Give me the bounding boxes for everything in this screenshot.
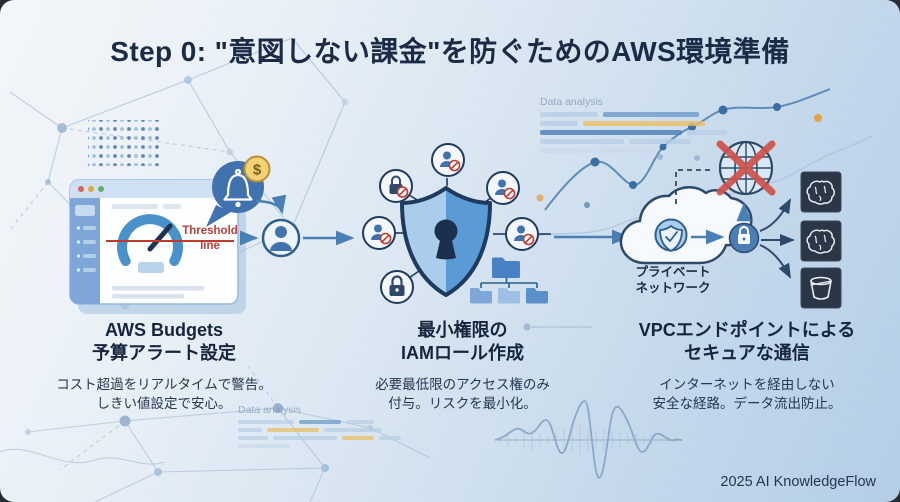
- window-dot-green: [98, 186, 104, 192]
- threshold-line-label: Threshold line: [181, 224, 239, 254]
- iam-desc-line1: 必要最低限のアクセス権のみ: [375, 376, 550, 392]
- bar: [379, 436, 401, 440]
- bar: [583, 121, 705, 126]
- private-network-label-line1: プライベート: [635, 265, 711, 279]
- threshold-label-line2: line: [200, 239, 220, 252]
- vpc-desc-line2: 安全な経路。データ流出防止。: [652, 396, 842, 412]
- data-analysis-label: Data analysis: [540, 96, 604, 108]
- budgets-heading-line1: AWS Budgets: [104, 320, 223, 340]
- bar: [603, 112, 699, 117]
- page-title: Step 0: "意図しない課金"を防ぐためのAWS環境準備: [110, 36, 790, 67]
- budgets-heading-line2: 予算アラート設定: [92, 343, 236, 364]
- storage-bucket-icon: [800, 267, 842, 309]
- budget-gauge: [117, 214, 183, 273]
- budgets-desc-line2: しきい値設定で安心。: [96, 396, 232, 412]
- browser-titlebar: [70, 180, 238, 198]
- bar: [342, 436, 374, 440]
- keyhole-icon: [434, 219, 458, 260]
- budgets-heading: AWS Budgets 予算アラート設定: [30, 319, 298, 366]
- red-x-icon: [716, 140, 776, 196]
- bar: [540, 139, 624, 144]
- lock-to-services-arrows: [759, 198, 795, 279]
- ai-service-icon-1: [800, 171, 842, 213]
- denied-user-icon-right: [505, 217, 539, 251]
- data-analysis-label: Data analysis: [238, 404, 302, 416]
- bar: [267, 428, 319, 432]
- denied-lock-icon-topleft: [379, 169, 413, 203]
- bar: [238, 420, 294, 424]
- iam-heading: 最小権限の IAMロール作成: [330, 319, 595, 366]
- vpc-heading: VPCエンドポイントによる セキュアな通信: [598, 319, 896, 366]
- bar: [324, 428, 382, 432]
- bar: [238, 436, 268, 440]
- budgets-description: コスト超過をリアルタイムで警告。 しきい値設定で安心。: [30, 375, 298, 414]
- private-network-label-line2: ネットワーク: [635, 281, 711, 296]
- billing-alert-bell-icon: $: [206, 155, 271, 227]
- window-dot-yellow: [88, 186, 94, 192]
- vpc-desc-line1: インターネットを経由しない: [659, 376, 835, 392]
- iam-heading-line1: 最小権限の: [417, 320, 508, 340]
- bar: [540, 130, 682, 135]
- denied-user-icon-topright: [486, 171, 520, 205]
- bar: [346, 420, 374, 424]
- section-iam: 最小権限の IAMロール作成 必要最低限のアクセス権のみ 付与。リスクを最小化。: [330, 319, 595, 414]
- blocked-internet-globe-icon: [716, 140, 776, 196]
- credit-text: 2025 AI KnowledgeFlow: [720, 474, 876, 490]
- data-analysis-card-bottom: Data analysis: [238, 404, 401, 452]
- folder-tree-icon: [470, 257, 548, 304]
- bar: [687, 130, 727, 135]
- private-network-label: プライベート ネットワーク: [616, 264, 730, 297]
- svg-text:$: $: [253, 162, 262, 179]
- window-dot-red: [78, 186, 84, 192]
- user-icon: [261, 218, 301, 258]
- vpc-heading-line2: セキュアな通信: [684, 343, 810, 364]
- bar: [540, 148, 656, 153]
- network-decoration-bottomleft: [0, 365, 431, 502]
- denied-user-icon-left: [362, 216, 396, 250]
- private-network-cloud-icon: [619, 186, 753, 265]
- iam-description: 必要最低限のアクセス権のみ 付与。リスクを最小化。: [330, 375, 595, 414]
- line-dot-decoration: [523, 323, 592, 331]
- vpc-heading-line1: VPCエンドポイントによる: [638, 320, 856, 340]
- lock-icon-bottomleft: [380, 270, 414, 304]
- dot-matrix-decoration: [88, 120, 160, 166]
- browser-sidebar: [70, 198, 100, 304]
- waveform-decoration: [494, 396, 683, 479]
- section-vpc: VPCエンドポイントによる セキュアな通信 インターネットを経由しない 安全な経…: [598, 319, 896, 414]
- line-chart-decoration: [519, 88, 873, 241]
- bar: [629, 139, 691, 144]
- blocked-route-dashed-line: [675, 169, 712, 204]
- bar: [238, 428, 262, 432]
- secure-lock-icon: [728, 222, 760, 254]
- shield-check-badge-icon: [654, 218, 688, 252]
- gauge-needle: [147, 223, 173, 252]
- iam-shield-icon: [396, 178, 551, 297]
- flow-arrows: [239, 194, 631, 246]
- budgets-illustration: [69, 179, 246, 314]
- denied-user-icon-top: [431, 143, 465, 177]
- dollar-coin-icon: $: [243, 155, 271, 183]
- threshold-label-line1: Threshold: [182, 225, 238, 237]
- bar: [540, 121, 578, 126]
- iam-desc-line2: 付与。リスクを最小化。: [388, 396, 537, 412]
- ai-service-icon-2: [800, 220, 842, 262]
- bar: [299, 420, 341, 424]
- vpc-description: インターネットを経由しない 安全な経路。データ流出防止。: [598, 375, 896, 414]
- budgets-desc-line1: コスト超過をリアルタイムで警告。: [56, 376, 272, 392]
- iam-heading-line2: IAMロール作成: [401, 343, 524, 364]
- section-budgets: AWS Budgets 予算アラート設定 コスト超過をリアルタイムで警告。 しき…: [30, 319, 298, 414]
- bar: [540, 112, 598, 117]
- bar: [238, 444, 290, 448]
- data-analysis-card-top: Data analysis: [540, 96, 727, 157]
- bar: [273, 436, 337, 440]
